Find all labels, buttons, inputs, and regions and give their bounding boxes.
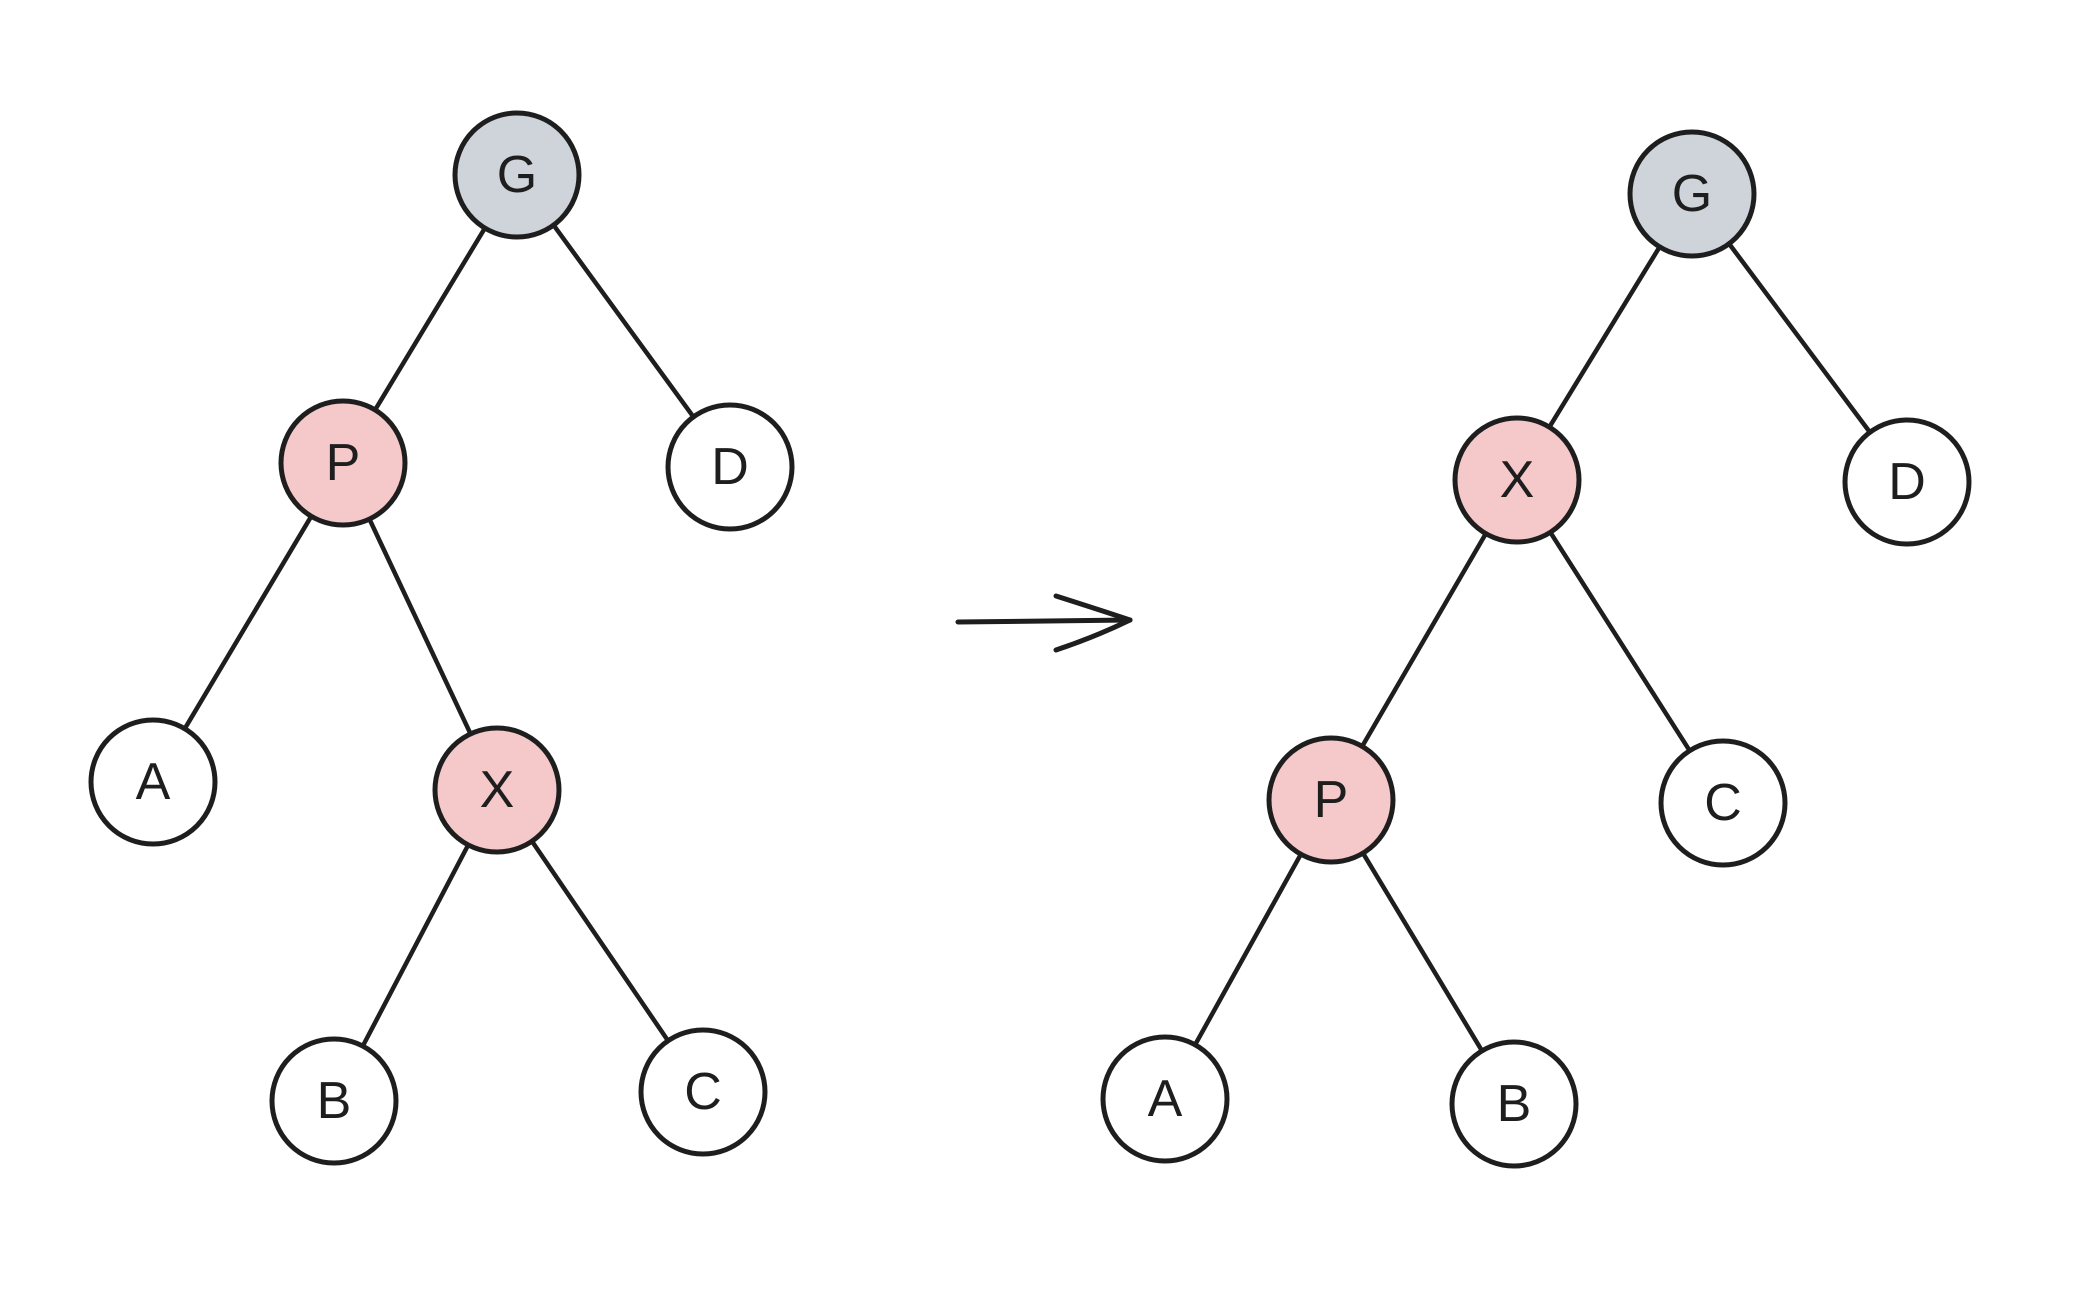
node-circle — [1452, 415, 1582, 545]
edge-p-b — [1358, 847, 1487, 1057]
node-label: C — [1704, 774, 1742, 832]
after-tree: G X D P C A B — [1100, 129, 1972, 1169]
node-b: B — [1449, 1039, 1579, 1169]
node-p: P — [1266, 735, 1396, 865]
node-label: B — [317, 1072, 352, 1130]
node-a: A — [88, 717, 218, 847]
node-circle — [1842, 417, 1972, 547]
node-label: X — [1500, 451, 1535, 509]
node-x: X — [432, 725, 562, 855]
edge-x-p — [1357, 527, 1491, 753]
arrow-head-upper — [1053, 593, 1133, 623]
node-circle — [278, 398, 408, 528]
node-label: D — [711, 438, 749, 496]
node-circle — [665, 402, 795, 532]
node-circle — [1449, 1039, 1579, 1169]
node-label: A — [1148, 1070, 1183, 1128]
node-x: X — [1452, 415, 1582, 545]
node-label: D — [1888, 453, 1926, 511]
node-label: X — [480, 761, 515, 819]
node-d: D — [1842, 417, 1972, 547]
transform-arrow — [955, 593, 1133, 653]
edge-x-b — [358, 839, 473, 1052]
node-circle — [1100, 1034, 1230, 1164]
node-label: G — [1672, 165, 1712, 223]
edge-p-a — [180, 510, 316, 735]
node-circle — [432, 725, 562, 855]
node-circle — [638, 1027, 768, 1157]
node-g: G — [1627, 129, 1757, 259]
node-circle — [1658, 738, 1788, 868]
node-circle — [1627, 129, 1757, 259]
edge-g-p — [370, 222, 490, 416]
edge-x-c — [527, 835, 673, 1047]
arrow-head-lower — [1053, 617, 1133, 653]
node-label: G — [497, 146, 537, 204]
node-d: D — [665, 402, 795, 532]
node-circle — [269, 1036, 399, 1166]
node-circle — [452, 110, 582, 240]
node-label: A — [136, 753, 171, 811]
node-label: P — [326, 434, 361, 492]
node-label: P — [1314, 771, 1349, 829]
edge-g-x — [1545, 241, 1664, 433]
node-b: B — [269, 1036, 399, 1166]
node-c: C — [1658, 738, 1788, 868]
node-g: G — [452, 110, 582, 240]
edge-p-x — [365, 513, 475, 740]
edge-g-d — [548, 219, 699, 423]
node-circle — [1266, 735, 1396, 865]
arrow-shaft — [955, 617, 1133, 625]
node-circle — [88, 717, 218, 847]
edge-x-c — [1545, 526, 1695, 757]
node-c: C — [638, 1027, 768, 1157]
edge-p-a — [1190, 848, 1306, 1051]
node-p: P — [278, 398, 408, 528]
node-label: B — [1497, 1075, 1532, 1133]
node-label: C — [684, 1063, 722, 1121]
edge-g-d — [1724, 238, 1875, 438]
node-a: A — [1100, 1034, 1230, 1164]
before-tree: G P D A X B C — [88, 110, 795, 1166]
